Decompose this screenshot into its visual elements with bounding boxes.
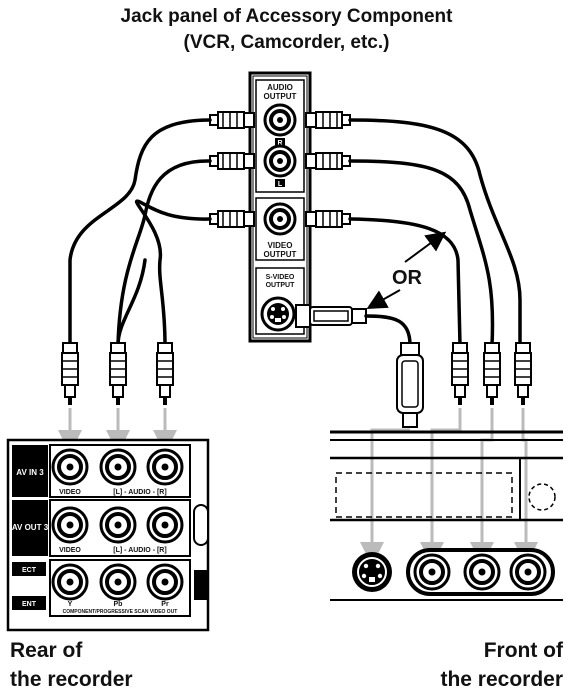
rear-caption-line2: the recorder [10, 668, 133, 691]
audio-output-label-1: AUDIO [267, 83, 293, 92]
svideo-output-label-2: OUTPUT [266, 282, 296, 289]
rear-plugs [61, 342, 174, 406]
av-in-3-label: AV IN 3 [16, 468, 44, 477]
front-audio-l-jack-icon [463, 553, 501, 591]
svideo-jack-icon [260, 296, 296, 332]
jack-l-label: L [278, 181, 283, 188]
component-pr-label: Pr [161, 601, 169, 608]
rear-recorder-panel: AV IN 3 VIDEO [L] - AUDIO - [R] AV OUT 3… [6, 438, 210, 632]
component-pb-label: Pb [114, 601, 123, 608]
av-in-audio-l-jack-icon [99, 448, 137, 486]
front-recorder-panel [330, 430, 563, 601]
component-pr-jack-icon [146, 563, 184, 601]
connect-label: ECT [22, 567, 37, 574]
component-caption: COMPONENT/PROGRESSIVE SCAN VIDEO OUT [63, 609, 178, 615]
or-arrows: OR [366, 231, 447, 309]
diagram-title-line1: Jack panel of Accessory Component [120, 6, 453, 27]
av-in-video-jack-icon [51, 448, 89, 486]
diagram-title-line2: (VCR, Camcorder, etc.) [183, 32, 390, 53]
video-output-label-2: OUTPUT [264, 250, 297, 259]
jack-r-label: R [277, 140, 282, 147]
av-out-audio-r-jack-icon [146, 506, 184, 544]
rear-caption: Rear of the recorder [10, 636, 133, 694]
front-caption-line1: Front of [483, 639, 563, 662]
audio-output-label-2: OUTPUT [264, 92, 297, 101]
audio-r-jack-icon [263, 103, 297, 137]
front-caption-line2: the recorder [440, 668, 563, 691]
av-out-video-jack-icon [51, 506, 89, 544]
front-plugs [396, 342, 532, 428]
accessory-jack-panel: AUDIO OUTPUT R L VIDEO OUTPUT S-VIDEO OU… [248, 71, 312, 343]
component-pb-jack-icon [99, 563, 137, 601]
front-video-jack-icon [413, 553, 451, 591]
av-out-audio-label: [L] - AUDIO - [R] [113, 547, 166, 554]
cables [68, 118, 522, 347]
av-out-video-label: VIDEO [59, 547, 81, 554]
video-output-jack-icon [263, 202, 297, 236]
rear-caption-line1: Rear of [10, 639, 83, 662]
front-svideo-jack-icon [352, 552, 392, 592]
component-label: ENT [22, 601, 37, 608]
front-audio-r-jack-icon [509, 553, 547, 591]
av-out-3-label: AV OUT 3 [12, 523, 49, 532]
av-in-audio-label: [L] - AUDIO - [R] [113, 489, 166, 496]
av-in-video-label: VIDEO [59, 489, 81, 496]
video-output-label-1: VIDEO [268, 241, 293, 250]
svideo-output-label-1: S-VIDEO [266, 274, 295, 281]
accessory-plugs [209, 111, 367, 328]
component-y-label: Y [68, 601, 73, 608]
or-label: OR [392, 267, 423, 289]
front-caption: Front of the recorder [440, 636, 563, 694]
audio-l-jack-icon [263, 144, 297, 178]
av-out-audio-l-jack-icon [99, 506, 137, 544]
component-y-jack-icon [51, 563, 89, 601]
av-in-audio-r-jack-icon [146, 448, 184, 486]
